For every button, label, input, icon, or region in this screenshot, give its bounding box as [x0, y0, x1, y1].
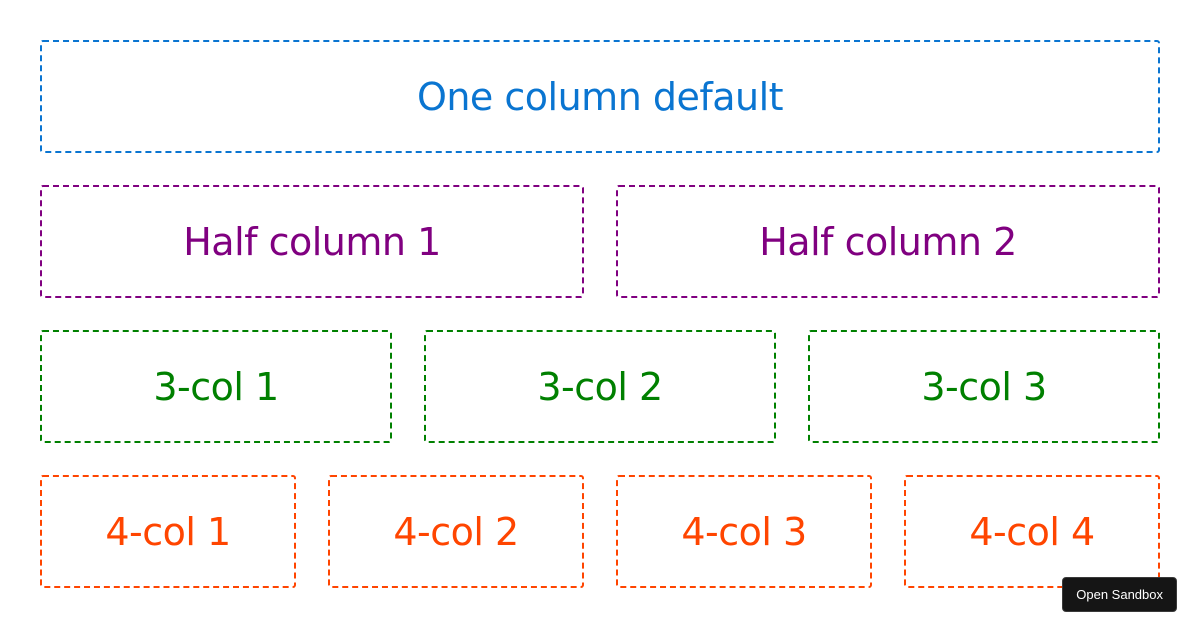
- cell-half-column-1: Half column 1: [40, 185, 584, 298]
- cell-4-col-1: 4-col 1: [40, 475, 296, 588]
- layout-grid: One column default Half column 1 Half co…: [40, 40, 1160, 588]
- cell-3-col-2: 3-col 2: [424, 330, 776, 443]
- row-half-columns: Half column 1 Half column 2: [40, 185, 1160, 298]
- row-one-column: One column default: [40, 40, 1160, 153]
- cell-half-column-2: Half column 2: [616, 185, 1160, 298]
- row-four-columns: 4-col 1 4-col 2 4-col 3 4-col 4: [40, 475, 1160, 588]
- cell-4-col-3: 4-col 3: [616, 475, 872, 588]
- cell-3-col-1: 3-col 1: [40, 330, 392, 443]
- row-three-columns: 3-col 1 3-col 2 3-col 3: [40, 330, 1160, 443]
- cell-one-column: One column default: [40, 40, 1160, 153]
- cell-3-col-3: 3-col 3: [808, 330, 1160, 443]
- cell-4-col-4: 4-col 4: [904, 475, 1160, 588]
- open-sandbox-button[interactable]: Open Sandbox: [1062, 577, 1177, 612]
- cell-4-col-2: 4-col 2: [328, 475, 584, 588]
